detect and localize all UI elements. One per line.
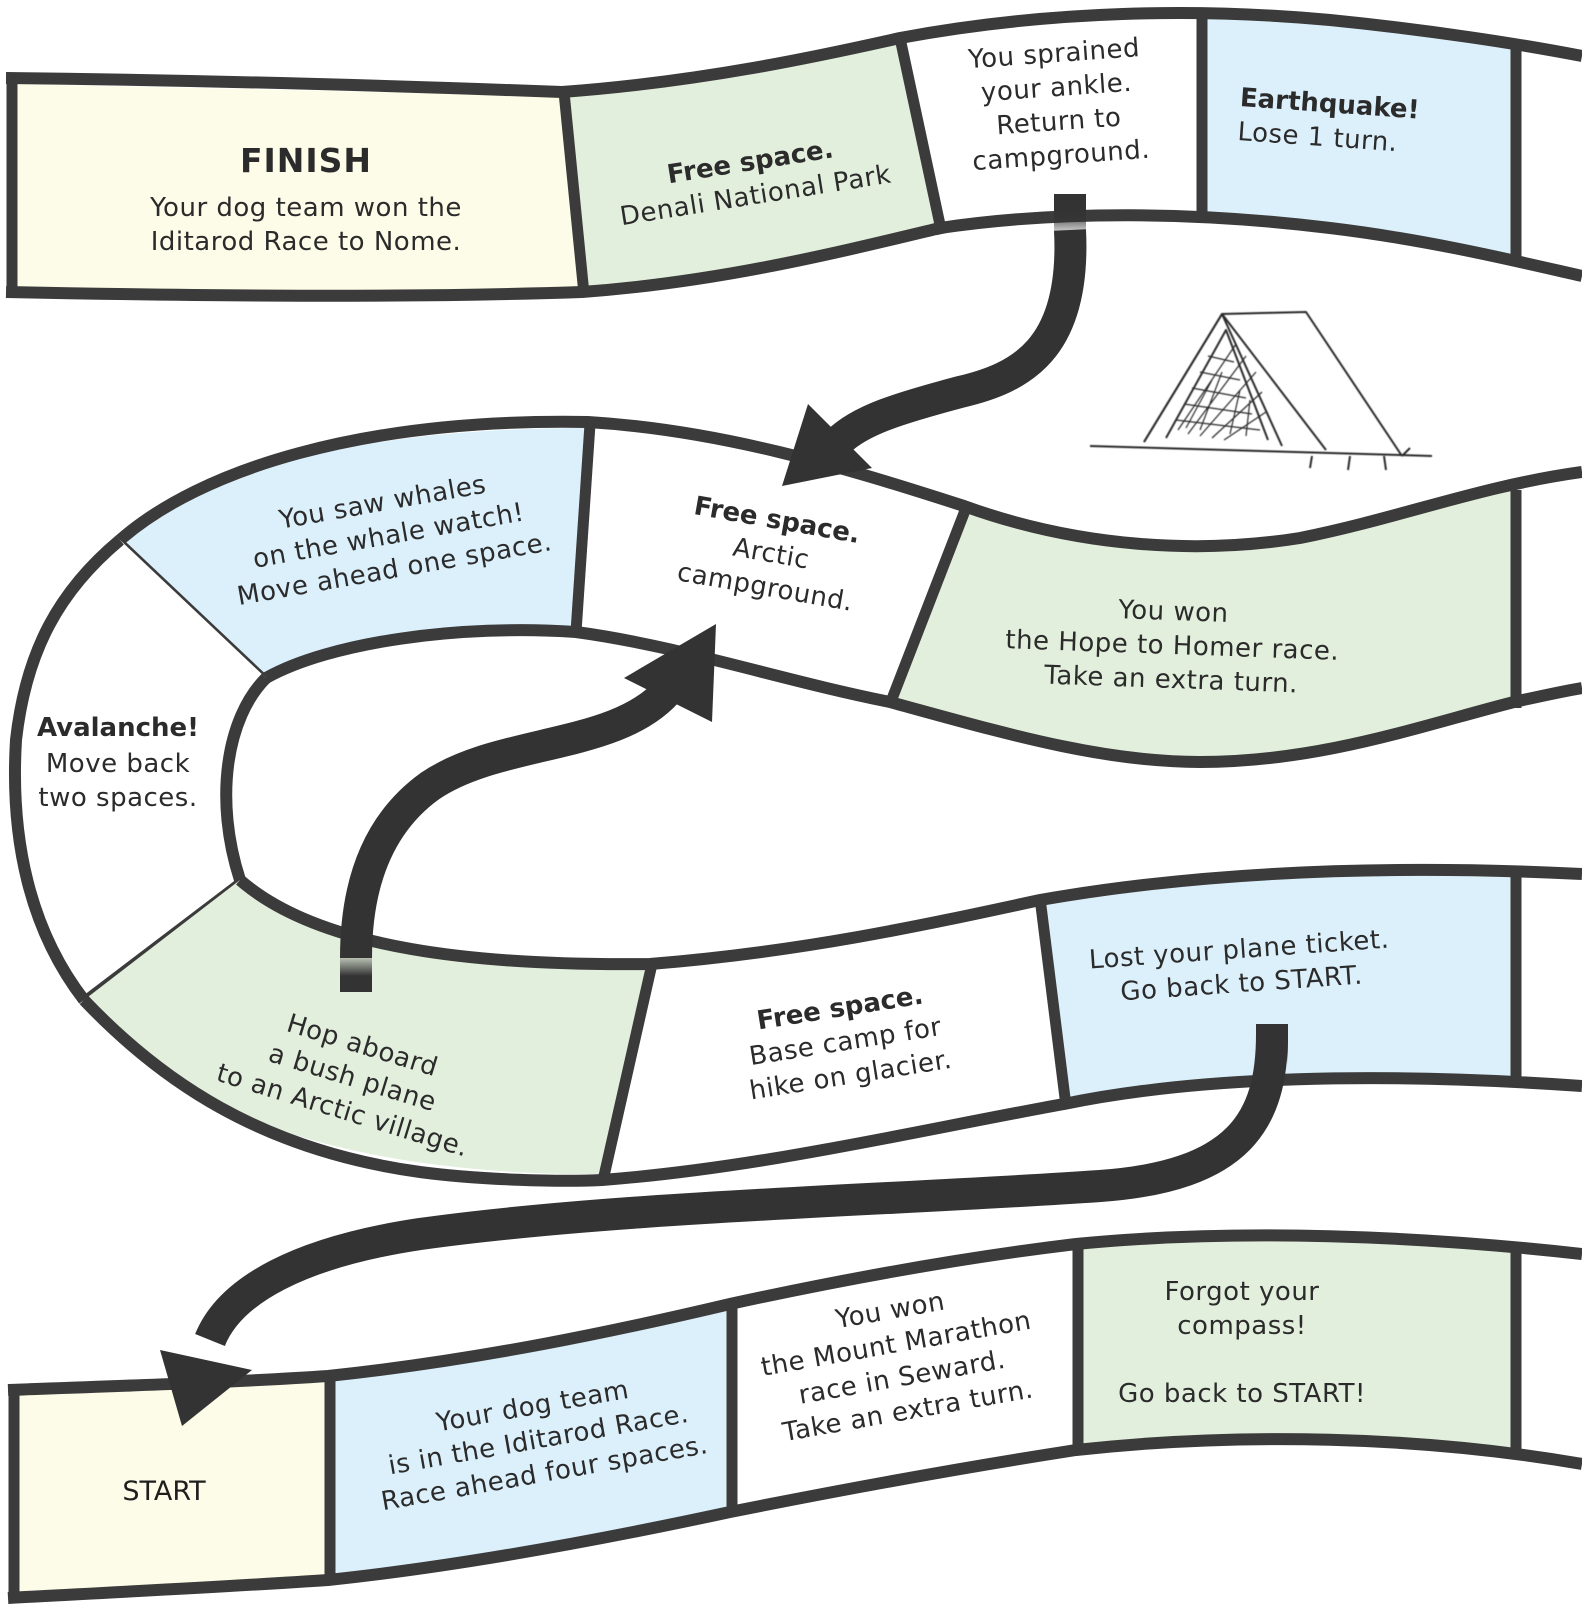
row-third: Hop aboard a bush plane to an Arctic vil… <box>79 863 1582 1187</box>
compass-line-2: compass! <box>1177 1311 1306 1341</box>
arrow-ankle-to-campground <box>782 194 1087 486</box>
space-top-edge-right <box>1514 48 1582 276</box>
avalanche-line-1: Move back <box>46 749 190 779</box>
arrow-bushplane-to-campground <box>340 624 716 992</box>
space-bottom-edge-right <box>1514 1246 1582 1464</box>
tent-icon <box>1089 311 1433 471</box>
start-label: START <box>122 1476 206 1507</box>
finish-title: FINISH <box>240 141 372 180</box>
space-basecamp[interactable] <box>602 902 1064 1174</box>
row-bottom: START Your dog team is in the Iditarod R… <box>7 1229 1582 1604</box>
space-ankle[interactable] <box>900 15 1200 232</box>
space-whales[interactable] <box>120 428 588 678</box>
space-homer[interactable] <box>890 490 1514 761</box>
space-marathon[interactable] <box>730 1248 1076 1510</box>
space-third-edge-right <box>1514 876 1582 1086</box>
finish-line-2: Iditarod Race to Nome. <box>151 227 462 257</box>
compass-line-1: Forgot your <box>1165 1277 1320 1307</box>
space-start[interactable] <box>14 1378 328 1598</box>
space-compass[interactable] <box>1076 1237 1514 1452</box>
homer-line-1: You won <box>1117 595 1229 629</box>
avalanche-line-2: two spaces. <box>38 783 197 813</box>
space-earthquake[interactable] <box>1200 16 1514 258</box>
curved-arrow-icon <box>195 1033 1288 1347</box>
finish-line-1: Your dog team won the <box>149 193 462 223</box>
space-arctic[interactable] <box>576 428 964 700</box>
arrow-ticket-to-start <box>160 1024 1288 1426</box>
space-ticket[interactable] <box>1040 875 1514 1104</box>
space-denali[interactable] <box>562 38 940 294</box>
row-top: FINISH Your dog team won the Iditarod Ra… <box>5 7 1582 302</box>
avalanche-title: Avalanche! <box>37 713 199 743</box>
curved-arrow-icon <box>826 229 1087 454</box>
space-avalanche[interactable] <box>17 540 266 1000</box>
row-middle: You saw whales on the whale watch! Move … <box>116 415 1582 768</box>
space-iditarod[interactable] <box>328 1306 730 1580</box>
curved-arrow-icon <box>340 677 683 959</box>
space-bushplane[interactable] <box>84 880 650 1175</box>
compass-line-3: Go back to START! <box>1118 1379 1366 1409</box>
space-middle-edge-right <box>1514 476 1582 704</box>
space-finish[interactable] <box>12 84 582 298</box>
